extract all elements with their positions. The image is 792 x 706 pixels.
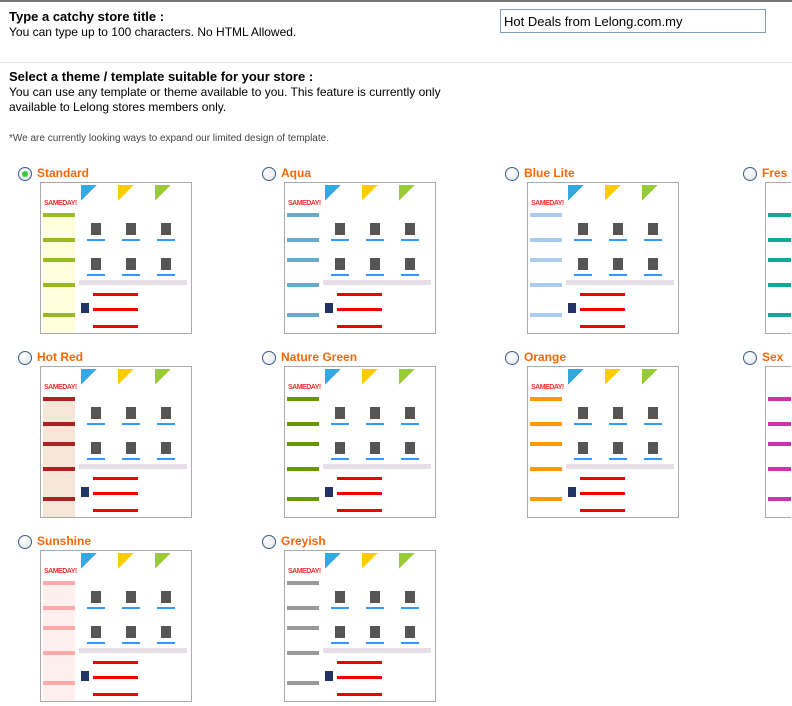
thumbnail-banner [81, 369, 115, 387]
theme-label[interactable]: Hot Red [37, 350, 83, 364]
thumbnail-banner [568, 185, 602, 203]
thumbnail-banner [81, 553, 115, 571]
theme-preview-thumbnail[interactable]: SAMEDAY! [527, 182, 679, 334]
thumbnail-sidebar [287, 213, 319, 333]
theme-option-standard[interactable]: Standard SAMEDAY! [18, 158, 258, 338]
theme-option-blue-lite[interactable]: Blue Lite SAMEDAY! [505, 158, 745, 338]
theme-radio[interactable] [505, 167, 519, 181]
theme-radio[interactable] [18, 351, 32, 365]
theme-radio[interactable] [262, 167, 276, 181]
thumbnail-banner [642, 185, 676, 203]
theme-label[interactable]: Aqua [281, 166, 311, 180]
theme-preview-thumbnail[interactable]: SAMEDAY! [284, 550, 436, 702]
theme-option-aqua[interactable]: Aqua SAMEDAY! [262, 158, 502, 338]
theme-section-help-2: available to Lelong stores members only. [9, 100, 227, 114]
theme-label[interactable]: Blue Lite [524, 166, 575, 180]
theme-option-orange[interactable]: Orange SAMEDAY! [505, 342, 745, 522]
theme-option-hot-red[interactable]: Hot Red SAMEDAY! [18, 342, 258, 522]
thumbnail-banner [399, 369, 433, 387]
theme-option-fres[interactable]: Fres [743, 158, 792, 338]
thumbnail-logo: SAMEDAY! [531, 384, 564, 391]
thumbnail-sidebar [530, 397, 562, 517]
theme-label[interactable]: Greyish [281, 534, 326, 548]
thumbnail-banner [118, 369, 152, 387]
theme-option-sex[interactable]: Sex [743, 342, 792, 522]
theme-preview-thumbnail[interactable]: SAMEDAY! [40, 366, 192, 518]
thumbnail-banner [325, 185, 359, 203]
theme-radio[interactable] [505, 351, 519, 365]
theme-radio[interactable] [18, 535, 32, 549]
thumbnail-sidebar [768, 397, 791, 517]
store-title-help: You can type up to 100 characters. No HT… [9, 25, 297, 39]
store-title-heading: Type a catchy store title : [9, 9, 165, 24]
thumbnail-banner [325, 553, 359, 571]
template-note: *We are currently looking ways to expand… [9, 133, 329, 144]
thumbnail-banner [325, 369, 359, 387]
theme-radio[interactable] [743, 351, 757, 365]
theme-label[interactable]: Nature Green [281, 350, 358, 364]
thumbnail-logo: SAMEDAY! [44, 384, 77, 391]
theme-label[interactable]: Standard [37, 166, 90, 180]
theme-preview-thumbnail[interactable]: SAMEDAY! [284, 366, 436, 518]
theme-label[interactable]: Sunshine [37, 534, 92, 548]
thumbnail-banner [362, 185, 396, 203]
thumbnail-sidebar [287, 581, 319, 701]
thumbnail-banner [155, 185, 189, 203]
thumbnail-sidebar [530, 213, 562, 333]
theme-option-greyish[interactable]: Greyish SAMEDAY! [262, 526, 502, 706]
thumbnail-banner [118, 185, 152, 203]
theme-section-help-1: You can use any template or theme availa… [9, 85, 441, 99]
thumbnail-logo: SAMEDAY! [288, 200, 321, 207]
store-title-input[interactable] [500, 9, 766, 33]
theme-radio[interactable] [262, 535, 276, 549]
thumbnail-sidebar [43, 213, 75, 333]
thumbnail-banner [642, 369, 676, 387]
thumbnail-banner [605, 185, 639, 203]
theme-option-nature-green[interactable]: Nature Green SAMEDAY! [262, 342, 502, 522]
thumbnail-logo: SAMEDAY! [44, 568, 77, 575]
thumbnail-banner [362, 369, 396, 387]
thumbnail-banner [118, 553, 152, 571]
theme-preview-thumbnail[interactable]: SAMEDAY! [284, 182, 436, 334]
theme-preview-thumbnail[interactable] [765, 366, 791, 518]
thumbnail-logo: SAMEDAY! [288, 568, 321, 575]
thumbnail-banner [399, 553, 433, 571]
thumbnail-banner [605, 369, 639, 387]
thumbnail-logo: SAMEDAY! [531, 200, 564, 207]
thumbnail-banner [399, 185, 433, 203]
thumbnail-sidebar [43, 397, 75, 517]
theme-radio[interactable] [18, 167, 32, 181]
thumbnail-banner [155, 553, 189, 571]
theme-radio[interactable] [262, 351, 276, 365]
theme-label[interactable]: Orange [524, 350, 567, 364]
thumbnail-banner [155, 369, 189, 387]
thumbnail-sidebar [768, 213, 791, 333]
thumbnail-banner [568, 369, 602, 387]
theme-preview-thumbnail[interactable]: SAMEDAY! [40, 550, 192, 702]
theme-label[interactable]: Sex [762, 350, 784, 364]
thumbnail-banner [362, 553, 396, 571]
thumbnail-logo: SAMEDAY! [288, 384, 321, 391]
thumbnail-banner [81, 185, 115, 203]
section-divider [0, 62, 792, 63]
thumbnail-sidebar [43, 581, 75, 701]
theme-preview-thumbnail[interactable]: SAMEDAY! [527, 366, 679, 518]
thumbnail-logo: SAMEDAY! [44, 200, 77, 207]
thumbnail-sidebar [287, 397, 319, 517]
theme-preview-thumbnail[interactable]: SAMEDAY! [40, 182, 192, 334]
theme-preview-thumbnail[interactable] [765, 182, 791, 334]
theme-radio[interactable] [743, 167, 757, 181]
theme-section-heading: Select a theme / template suitable for y… [9, 69, 314, 84]
theme-label[interactable]: Fres [762, 166, 788, 180]
theme-option-sunshine[interactable]: Sunshine SAMEDAY! [18, 526, 258, 706]
